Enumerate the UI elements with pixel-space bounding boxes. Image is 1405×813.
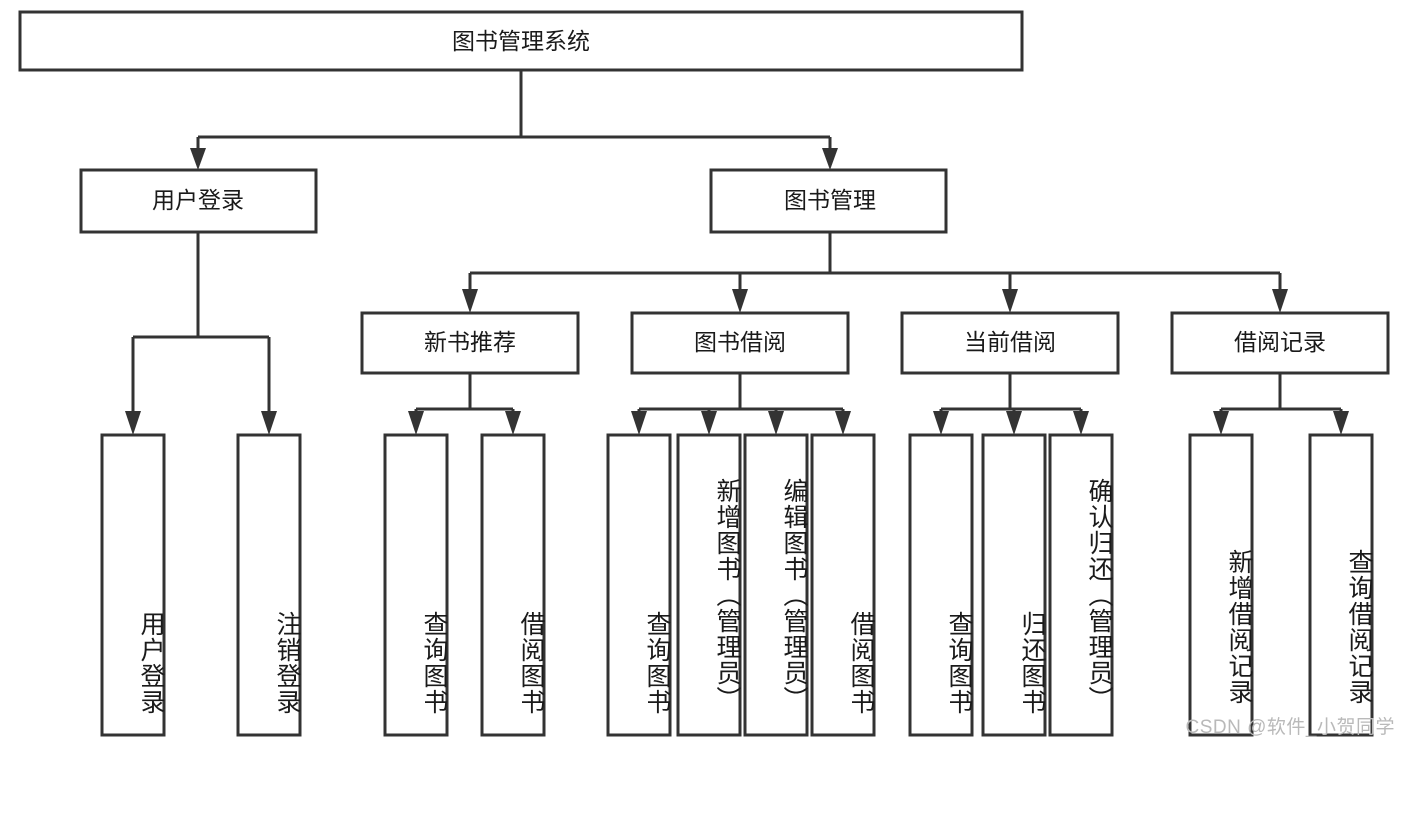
node-current-borrow[interactable]: 当前借阅 — [900, 311, 1120, 375]
arrow-head-leaf-user-login — [125, 411, 141, 435]
arrow-head-leaf-return-book — [1006, 411, 1022, 435]
arrow-head-current-borrow — [1002, 289, 1018, 313]
node-current-borrow-rect[interactable] — [900, 311, 1120, 375]
arrow-head-leaf-query-book-a — [408, 411, 424, 435]
connector-bookmgmt-to-level3 — [462, 232, 1288, 313]
leaf-rect-confirm-return[interactable] — [1048, 433, 1114, 737]
node-root-rect[interactable] — [18, 10, 1024, 72]
node-user-login-label: 用户登录 — [152, 187, 244, 213]
arrow-head-leaf-add-record — [1213, 411, 1229, 435]
node-borrow-record[interactable]: 借阅记录 — [1170, 311, 1390, 375]
arrow-head-leaf-query-book-b — [631, 411, 647, 435]
arrow-head-borrow-record — [1272, 289, 1288, 313]
arrow-head-leaf-borrow-book-b — [835, 411, 851, 435]
node-book-borrow-label: 图书借阅 — [694, 329, 786, 355]
arrow-head-leaf-add-book — [701, 411, 717, 435]
arrow-head-leaf-query-book-c — [933, 411, 949, 435]
leaf-rect-query-book-c[interactable] — [908, 433, 974, 737]
arrow-head-new-book-rec — [462, 289, 478, 313]
connector-newbook-to-leaves — [408, 373, 521, 435]
leaf-nodes-group — [100, 433, 1374, 737]
arrow-head-book-borrow — [732, 289, 748, 313]
leaf-rect-query-book-b[interactable] — [606, 433, 672, 737]
connector-borrowrecord-to-leaves — [1213, 373, 1349, 435]
node-user-login-rect[interactable] — [79, 168, 318, 234]
arrow-head-leaf-confirm-return — [1073, 411, 1089, 435]
node-current-borrow-label: 当前借阅 — [964, 329, 1056, 355]
connector-currentborrow-to-leaves — [933, 373, 1089, 435]
leaf-rect-user-login[interactable] — [100, 433, 166, 737]
leaf-rect-query-record[interactable] — [1308, 433, 1374, 737]
leaf-rect-add-book[interactable] — [676, 433, 742, 737]
arrow-head-leaf-query-record — [1333, 411, 1349, 435]
leaf-rect-query-book-a[interactable] — [383, 433, 449, 737]
node-root-label: 图书管理系统 — [452, 28, 590, 54]
node-book-management[interactable]: 图书管理 — [709, 168, 948, 234]
node-borrow-record-rect[interactable] — [1170, 311, 1390, 375]
leaf-rect-edit-book[interactable] — [743, 433, 809, 737]
arrow-head-book-mgmt — [822, 148, 838, 170]
leaf-rect-return-book[interactable] — [981, 433, 1047, 737]
leaf-rect-add-record[interactable] — [1188, 433, 1254, 737]
node-book-management-rect[interactable] — [709, 168, 948, 234]
leaf-rect-borrow-book-b[interactable] — [810, 433, 876, 737]
node-borrow-record-label: 借阅记录 — [1234, 329, 1326, 355]
leaf-rect-logout[interactable] — [236, 433, 302, 737]
node-root[interactable]: 图书管理系统 — [18, 10, 1024, 72]
node-book-management-label: 图书管理 — [784, 187, 876, 213]
flowchart-svg: 图书管理系统 用户登录 图书管理 新书推荐 图书借阅 当前借阅 借阅记录 — [18, 10, 1390, 737]
arrow-head-leaf-logout — [261, 411, 277, 435]
diagram-canvas: 图书管理系统 用户登录 图书管理 新书推荐 图书借阅 当前借阅 借阅记录 — [18, 10, 1395, 738]
connector-bookborrow-to-leaves — [631, 373, 851, 435]
arrow-head-leaf-borrow-book-a — [505, 411, 521, 435]
node-new-book-recommend-rect[interactable] — [360, 311, 580, 375]
node-book-borrow[interactable]: 图书借阅 — [630, 311, 850, 375]
connector-userlogin-to-leaves — [125, 232, 277, 435]
node-user-login[interactable]: 用户登录 — [79, 168, 318, 234]
node-new-book-recommend-label: 新书推荐 — [424, 329, 516, 355]
csdn-watermark: CSDN @软件_小贺同学 — [1185, 717, 1395, 738]
arrow-head-user-login — [190, 148, 206, 170]
node-book-borrow-rect[interactable] — [630, 311, 850, 375]
node-new-book-recommend[interactable]: 新书推荐 — [360, 311, 580, 375]
arrow-head-leaf-edit-book — [768, 411, 784, 435]
leaf-rect-borrow-book-a[interactable] — [480, 433, 546, 737]
connector-root-to-level2 — [190, 70, 838, 170]
